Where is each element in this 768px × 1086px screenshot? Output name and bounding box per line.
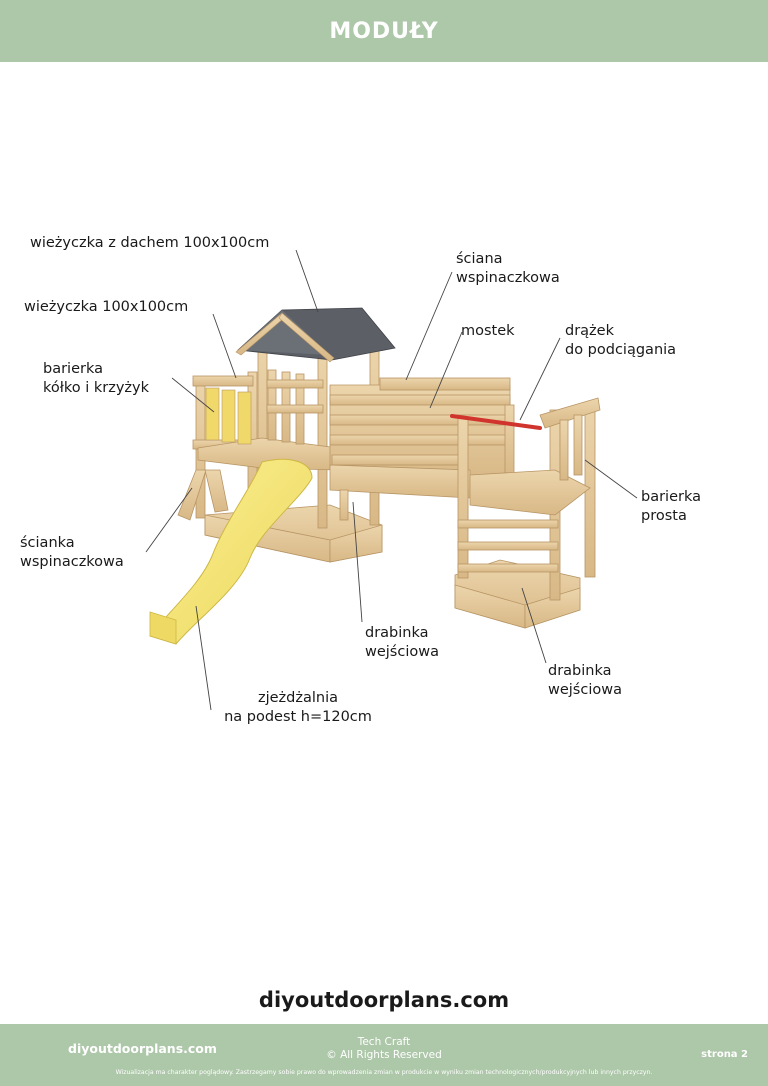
label-small-climbing-wall: ścianka wspinaczkowa [20, 535, 124, 570]
label-straight-barrier: barierka prosta [641, 489, 701, 524]
page-title: MODUŁY [329, 18, 439, 44]
footer-site: diyoutdoorplans.com [68, 1041, 217, 1056]
label-entry-ladder-1: drabinka wejściowa [365, 625, 439, 660]
footer-brand: Tech Craft [357, 1036, 411, 1048]
label-tower: wieżyczka 100x100cm [24, 299, 189, 315]
base-frame-right [454, 559, 581, 629]
page-footer: diyoutdoorplans.com Tech Craft © All Rig… [0, 1024, 768, 1086]
footer-copyright: © All Rights Reserved [326, 1049, 442, 1061]
label-entry-ladder-2: drabinka wejściowa [548, 663, 622, 698]
slide [149, 458, 313, 645]
right-tower [457, 397, 601, 601]
playground-illustration [145, 249, 638, 711]
label-slide: zjeżdżalnia na podest h=120cm [224, 690, 372, 725]
roof [235, 307, 396, 363]
label-tower-with-roof: wieżyczka z dachem 100x100cm [30, 235, 270, 251]
label-tictactoe-barrier: barierka kółko i krzyżyk [43, 361, 150, 396]
small-climbing-wall [177, 469, 229, 521]
site-url: diyoutdoorplans.com [258, 988, 510, 1012]
label-climbing-wall: ściana wspinaczkowa [456, 251, 560, 286]
page-number: strona 2 [701, 1049, 748, 1060]
footer-disclaimer: Wizualizacja ma charakter poglądowy. Zas… [115, 1069, 653, 1076]
label-pullup-bar: drążek do podciągania [565, 323, 677, 358]
tictactoe-rollers [205, 387, 252, 445]
footer-copyright-block: Tech Craft © All Rights Reserved [284, 1036, 484, 1062]
label-bridge: mostek [461, 323, 515, 339]
page-header: MODUŁY [0, 0, 768, 62]
pullup-bar [450, 414, 542, 430]
leader-lines [145, 249, 638, 711]
